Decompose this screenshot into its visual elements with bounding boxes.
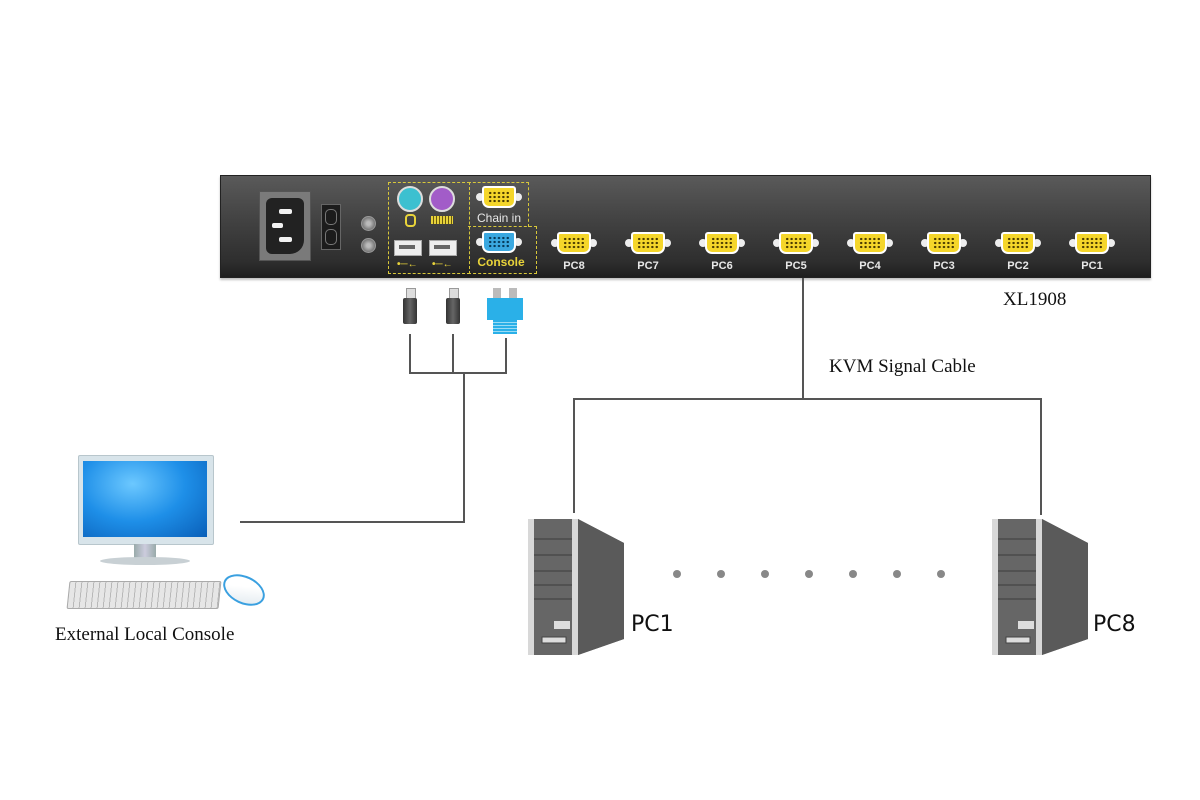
power-switch-icon xyxy=(321,204,341,250)
console-vga-group xyxy=(468,226,537,274)
chain-in-group xyxy=(468,182,529,227)
pc-port-label: PC3 xyxy=(933,260,955,272)
power-inlet-icon xyxy=(259,191,311,261)
ellipsis-dot xyxy=(893,570,901,578)
ps2-keyboard-port-icon xyxy=(429,186,455,212)
console-cable xyxy=(452,334,454,374)
kvm-signal-cable xyxy=(802,278,804,400)
keyboard-icon xyxy=(66,581,222,609)
pc-port-pc5-icon xyxy=(773,232,819,256)
chain-in-label: Chain in xyxy=(476,211,522,225)
screw-icon xyxy=(361,216,376,231)
kvm-signal-cable xyxy=(573,398,575,513)
pc-port-pc1-icon xyxy=(1069,232,1115,256)
pc-port-label: PC7 xyxy=(637,260,659,272)
usb-symbol-icon: •─← xyxy=(432,259,453,270)
console-label: Console xyxy=(477,255,525,269)
ps2-mouse-port-icon xyxy=(397,186,423,212)
pc-port-pc7-icon xyxy=(625,232,671,256)
pc-port-label: PC6 xyxy=(711,260,733,272)
pc-tower-icon xyxy=(528,515,624,655)
pc-port-pc3-icon xyxy=(921,232,967,256)
usb-plug-2-icon xyxy=(446,288,460,334)
console-cable xyxy=(240,521,465,523)
local-console-label: External Local Console xyxy=(55,624,235,645)
pc-tower-icon xyxy=(992,515,1088,655)
console-vga-port-icon xyxy=(476,231,522,255)
pc-port-label: PC4 xyxy=(859,260,881,272)
mouse-icon xyxy=(218,568,270,612)
usb-symbol-icon: •─← xyxy=(397,259,418,270)
usb-plug-1-icon xyxy=(403,288,417,334)
ellipsis-dot xyxy=(805,570,813,578)
usb-port-1-icon xyxy=(394,240,422,256)
ellipsis-dot xyxy=(937,570,945,578)
kvm-signal-cable-label: KVM Signal Cable xyxy=(829,356,976,377)
vga-plug-icon xyxy=(487,288,523,340)
ground-screw-icon xyxy=(361,238,376,253)
ellipsis-dot xyxy=(849,570,857,578)
kvm-signal-cable xyxy=(1040,398,1042,515)
pc-port-pc2-icon xyxy=(995,232,1041,256)
keyboard-symbol-icon xyxy=(431,216,453,224)
pc1-label: PC1 xyxy=(631,612,674,637)
ellipsis-dot xyxy=(717,570,725,578)
pc-port-pc6-icon xyxy=(699,232,745,256)
console-cable xyxy=(505,338,507,374)
console-cable xyxy=(463,372,465,523)
kvm-switch-rear-panel: •─← •─← Chain in Console PC8 PC7 PC6 PC5 PC4… xyxy=(220,175,1151,278)
pc-port-label: PC5 xyxy=(785,260,807,272)
kvm-signal-cable xyxy=(573,398,1042,400)
model-label: XL1908 xyxy=(1003,289,1067,310)
ellipsis-dot xyxy=(761,570,769,578)
ellipsis-dot xyxy=(673,570,681,578)
mouse-symbol-icon xyxy=(405,214,416,227)
pc-port-label: PC2 xyxy=(1007,260,1029,272)
usb-port-2-icon xyxy=(429,240,457,256)
pc-port-pc8-icon xyxy=(551,232,597,256)
console-cable xyxy=(409,372,507,374)
console-cable xyxy=(409,334,411,374)
pc-port-label: PC8 xyxy=(563,260,585,272)
monitor-icon xyxy=(78,455,214,567)
pc8-label: PC8 xyxy=(1093,612,1136,637)
console-port-group xyxy=(388,182,470,274)
pc-port-pc4-icon xyxy=(847,232,893,256)
chain-in-port-icon xyxy=(476,186,522,210)
pc-port-label: PC1 xyxy=(1081,260,1103,272)
